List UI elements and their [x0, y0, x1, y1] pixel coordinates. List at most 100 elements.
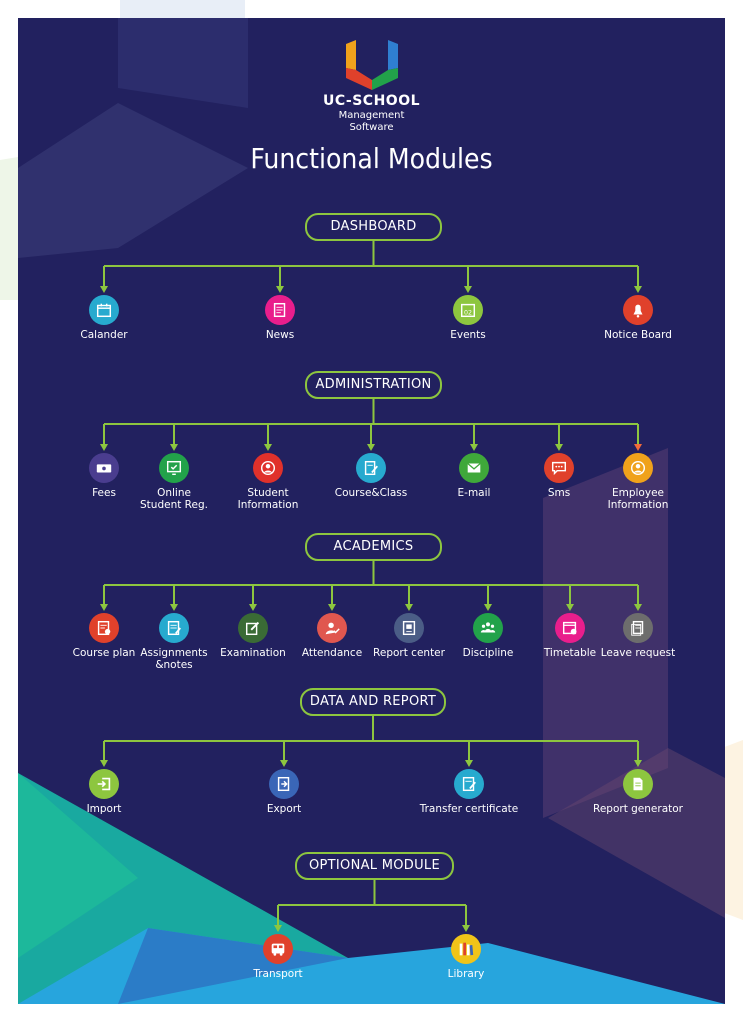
module-label: Discipline	[462, 647, 514, 659]
module-notice-board: Notice Board	[583, 295, 693, 341]
connector-arrowhead	[249, 604, 257, 611]
course-class-icon	[356, 453, 386, 483]
export-icon	[269, 769, 299, 799]
import-icon	[89, 769, 119, 799]
page-title: Functional Modules	[250, 142, 493, 175]
email-icon	[459, 453, 489, 483]
module-assignments-notes: Assignments&notes	[119, 613, 229, 671]
examination-icon	[238, 613, 268, 643]
fees-icon	[89, 453, 119, 483]
connector-arrowhead	[280, 760, 288, 767]
module-label: Timetable	[543, 647, 597, 659]
connector-arrowhead	[276, 286, 284, 293]
sms-icon	[544, 453, 574, 483]
connector-arrowhead	[634, 604, 642, 611]
module-attendance: Attendance	[277, 613, 387, 659]
connector-arrowhead	[470, 444, 478, 451]
report-center-icon	[394, 613, 424, 643]
news-icon	[265, 295, 295, 325]
notice-board-icon	[623, 295, 653, 325]
connector-arrowhead	[465, 760, 473, 767]
leave-request-icon	[623, 613, 653, 643]
module-transfer-certificate: Transfer certificate	[414, 769, 524, 815]
calendar-icon	[89, 295, 119, 325]
brand-tagline-1: Management	[338, 110, 405, 121]
events-icon: 02	[453, 295, 483, 325]
module-e-mail: E-mail	[419, 453, 529, 499]
module-examination: Examination	[198, 613, 308, 659]
module-export: Export	[229, 769, 339, 815]
module-label: Course plan	[72, 647, 136, 659]
connector-arrowhead	[264, 444, 272, 451]
section-dashboard: DASHBOARD	[305, 213, 442, 241]
connector-arrowhead	[484, 604, 492, 611]
brand-name: UC-SCHOOL	[322, 93, 421, 109]
module-label: Assignments&notes	[140, 647, 208, 671]
module-label: Attendance	[301, 647, 363, 659]
section-academics: ACADEMICS	[305, 533, 442, 561]
uc-school-logo	[346, 40, 398, 90]
module-label: Library	[447, 968, 485, 980]
module-label: Leave request	[600, 647, 676, 659]
module-report-center: Report center	[354, 613, 464, 659]
connector-arrowhead	[100, 444, 108, 451]
module-label: Fees	[92, 487, 116, 499]
connector-arrowhead	[274, 925, 282, 932]
module-label: Transfer certificate	[419, 803, 519, 815]
library-icon	[451, 934, 481, 964]
module-library: Library	[411, 934, 521, 980]
poster	[18, 18, 725, 1004]
connector-arrowhead	[170, 604, 178, 611]
module-label: Export	[266, 803, 302, 815]
connector-arrowhead	[100, 604, 108, 611]
module-leave-request: Leave request	[583, 613, 693, 659]
connector-arrowhead	[100, 286, 108, 293]
student-info-icon	[253, 453, 283, 483]
course-plan-icon	[89, 613, 119, 643]
module-report-generator: Report generator	[583, 769, 693, 815]
module-label: E-mail	[457, 487, 491, 499]
module-label: Import	[86, 803, 122, 815]
module-label: News	[265, 329, 295, 341]
connector-arrowhead	[462, 925, 470, 932]
connector-arrowhead	[555, 444, 563, 451]
bus-icon	[263, 934, 293, 964]
brand-tagline-2: Software	[349, 122, 394, 133]
module-label: Course&Class	[334, 487, 408, 499]
connector-arrowhead	[464, 286, 472, 293]
online-registration-icon	[159, 453, 189, 483]
transfer-certificate-icon	[454, 769, 484, 799]
attendance-icon	[317, 613, 347, 643]
connector-arrowhead	[367, 444, 375, 451]
assignments-icon	[159, 613, 189, 643]
employee-info-icon	[623, 453, 653, 483]
connector-arrowhead	[634, 760, 642, 767]
section-optional-module: OPTIONAL MODULE	[295, 852, 454, 880]
connector-arrowhead	[634, 444, 642, 451]
connector-arrowhead	[634, 286, 642, 293]
timetable-icon	[555, 613, 585, 643]
module-fees: Fees	[49, 453, 159, 499]
module-label: Sms	[547, 487, 571, 499]
module-label: Report center	[373, 647, 445, 659]
module-label: Report generator	[593, 803, 683, 815]
report-generator-icon	[623, 769, 653, 799]
module-calander: Calander	[49, 295, 159, 341]
connector-arrowhead	[405, 604, 413, 611]
connector-arrowhead	[566, 604, 574, 611]
module-label: Transport	[253, 968, 303, 980]
connector-arrowhead	[170, 444, 178, 451]
module-label: Events	[450, 329, 486, 341]
module-label: Notice Board	[604, 329, 672, 341]
module-news: News	[225, 295, 335, 341]
module-timetable: Timetable	[515, 613, 625, 659]
connector-arrowhead	[100, 760, 108, 767]
module-label: Examination	[220, 647, 286, 659]
